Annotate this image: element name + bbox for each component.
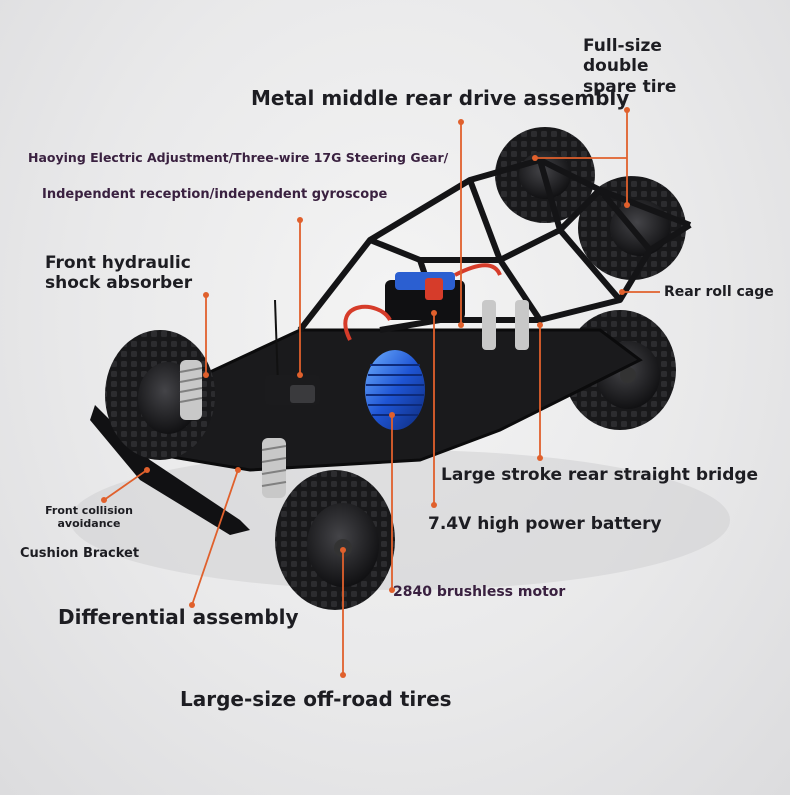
label-front-hydraulic-shock: Front hydraulic shock absorber — [45, 253, 193, 294]
car-shadow — [70, 450, 730, 590]
brushless-motor — [365, 350, 425, 430]
battery-connector — [425, 278, 443, 300]
front-shock — [179, 360, 203, 420]
front-shock-2 — [261, 438, 287, 498]
label-independent-reception: Independent reception/independent gyrosc… — [42, 187, 388, 202]
servo-mount — [290, 385, 315, 403]
label-front-collision-avoidance: Front collision avoidance — [45, 504, 133, 531]
label-rear-straight-bridge: Large stroke rear straight bridge — [441, 465, 759, 485]
label-off-road-tires: Large-size off-road tires — [180, 687, 452, 711]
red-wire-2 — [343, 305, 392, 341]
antenna — [274, 299, 279, 386]
label-battery: 7.4V high power battery — [428, 514, 662, 534]
front-bumper — [90, 405, 250, 535]
leader-lines — [103, 110, 660, 675]
label-brushless-motor: 2840 brushless motor — [393, 584, 566, 600]
label-full-size-spare-tire: Full-size double spare tire — [583, 36, 677, 97]
label-cushion-bracket: Cushion Bracket — [20, 546, 140, 561]
leader-dots — [101, 107, 630, 678]
label-metal-middle-rear-drive: Metal middle rear drive assembly — [251, 86, 630, 110]
front-right-tire — [275, 470, 395, 610]
label-differential-assembly: Differential assembly — [58, 605, 299, 629]
rear-shocks — [482, 300, 529, 350]
label-steering-gear: Haoying Electric Adjustment/Three-wire 1… — [28, 150, 449, 165]
label-rear-roll-cage: Rear roll cage — [664, 284, 774, 300]
